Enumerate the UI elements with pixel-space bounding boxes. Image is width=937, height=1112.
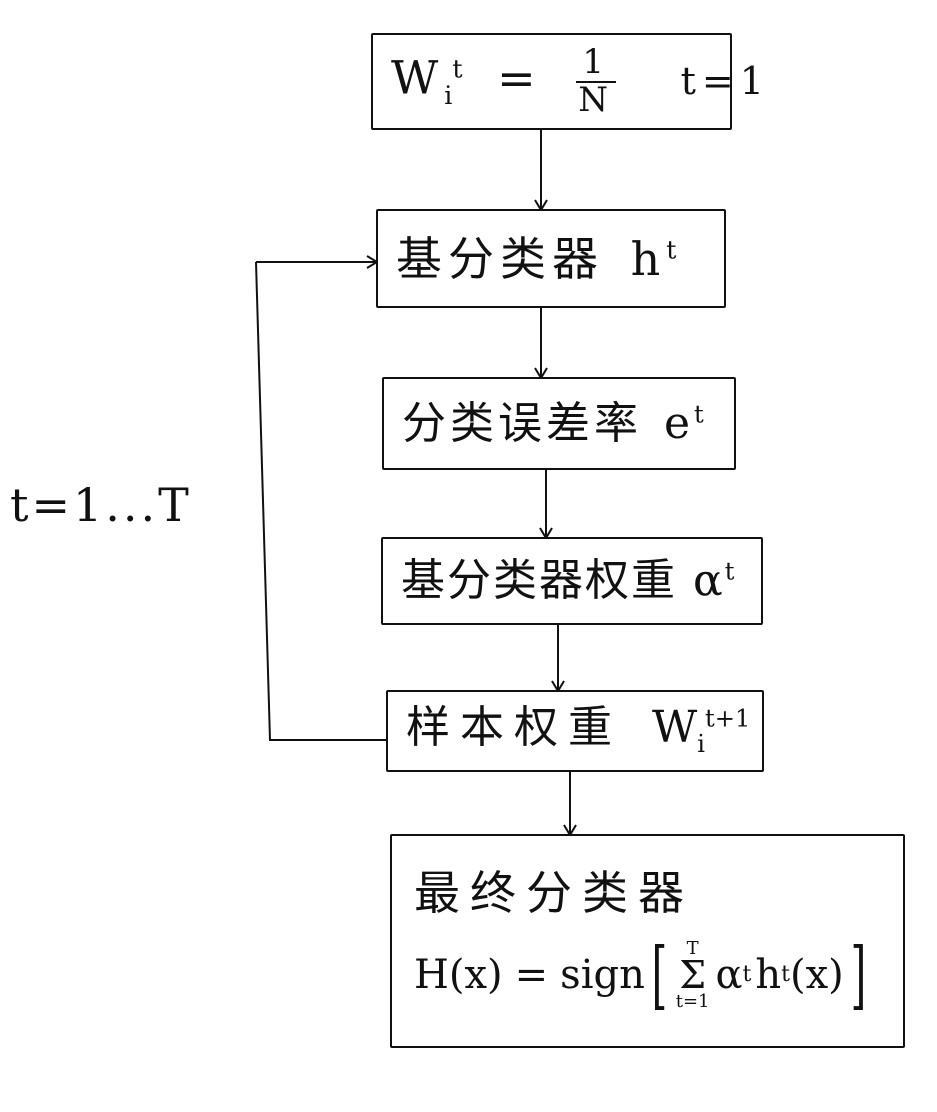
loop-feedback-line bbox=[255, 261, 386, 741]
classifier-weight-label: 基分类器权重 αt bbox=[401, 555, 735, 606]
left-bracket: [ bbox=[651, 932, 668, 1018]
final-classifier-title: 最终分类器 bbox=[414, 866, 694, 920]
base-classifier-label: 基分类器 ht bbox=[396, 231, 677, 286]
error-rate-label: 分类误差率 et bbox=[402, 397, 704, 449]
init-weights-box: Wit = 1 N t=1 bbox=[371, 33, 764, 130]
error-rate-box: 分类误差率 et bbox=[382, 377, 736, 470]
classifier-weight-box: 基分类器权重 αt bbox=[381, 537, 763, 625]
sample-weight-label: 样本权重 Wit+1 bbox=[406, 702, 751, 758]
summation: T Σ t=1 bbox=[675, 937, 710, 1013]
loop-range-label: t=1...T bbox=[10, 478, 192, 532]
base-classifier-box: 基分类器 ht bbox=[376, 209, 726, 308]
right-bracket: ] bbox=[850, 932, 867, 1018]
sample-weight-box: 样本权重 Wit+1 bbox=[386, 690, 764, 772]
fraction: 1 N bbox=[576, 41, 616, 120]
init-formula: Wit = 1 N t=1 bbox=[391, 41, 770, 120]
